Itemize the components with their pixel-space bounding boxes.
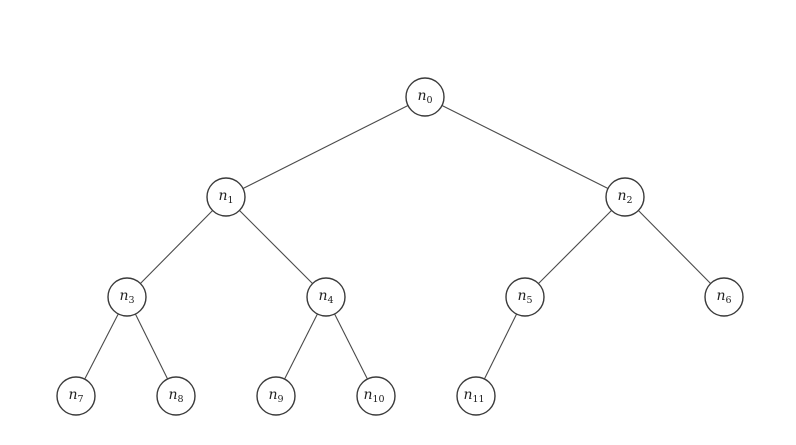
- node-label-base: n: [417, 88, 426, 104]
- node-n9: n9: [256, 376, 296, 416]
- node-label-subscript: 11: [472, 394, 484, 405]
- node-label-base: n: [68, 387, 77, 403]
- node-label-subscript: 10: [372, 394, 384, 405]
- edge-n4-n9: [284, 313, 318, 380]
- node-label-subscript: 4: [327, 295, 333, 306]
- node-n8: n8: [156, 376, 196, 416]
- node-label-subscript: 9: [277, 394, 283, 405]
- edge-n1-n4: [239, 210, 313, 284]
- edge-n0-n2: [441, 105, 609, 189]
- node-n10: n10: [356, 376, 396, 416]
- node-label-subscript: 3: [128, 295, 134, 306]
- node-label-n1: n1: [218, 188, 233, 206]
- node-label-base: n: [218, 188, 227, 204]
- node-label-n10: n10: [363, 387, 384, 405]
- edge-n2-n5: [538, 210, 612, 284]
- node-label-base: n: [363, 387, 372, 403]
- node-label-subscript: 1: [227, 195, 233, 206]
- node-circle-n8: [156, 376, 196, 416]
- edge-n0-n1: [242, 105, 409, 189]
- node-label-base: n: [617, 188, 626, 204]
- node-label-n2: n2: [617, 188, 632, 206]
- node-label-base: n: [318, 288, 327, 304]
- node-label-n4: n4: [318, 288, 333, 306]
- node-circle-n1: [206, 177, 246, 217]
- edge-n4-n10: [334, 313, 368, 380]
- node-label-base: n: [168, 387, 177, 403]
- edge-n1-n3: [140, 210, 213, 284]
- node-label-base: n: [119, 288, 128, 304]
- node-label-n11: n11: [463, 387, 484, 405]
- node-label-subscript: 7: [77, 394, 83, 405]
- edge-n5-n11: [483, 313, 518, 380]
- node-label-n9: n9: [268, 387, 283, 405]
- node-label-subscript: 0: [426, 95, 432, 106]
- node-label-subscript: 5: [526, 295, 532, 306]
- node-circle-n2: [605, 177, 645, 217]
- node-circle-n9: [256, 376, 296, 416]
- node-circle-n3: [107, 277, 147, 317]
- node-n11: n11: [456, 376, 496, 416]
- node-label-base: n: [716, 288, 725, 304]
- node-label-base: n: [268, 387, 277, 403]
- node-n0: n0: [405, 77, 445, 117]
- node-label-n8: n8: [168, 387, 183, 405]
- node-n3: n3: [107, 277, 147, 317]
- node-circle-n4: [306, 277, 346, 317]
- node-label-base: n: [463, 387, 472, 403]
- node-circle-n10: [356, 376, 396, 416]
- node-circle-n6: [704, 277, 744, 317]
- node-n2: n2: [605, 177, 645, 217]
- edge-n3-n7: [84, 313, 119, 380]
- node-label-subscript: 6: [725, 295, 731, 306]
- node-label-n0: n0: [417, 88, 432, 106]
- node-label-base: n: [517, 288, 526, 304]
- edge-n2-n6: [638, 210, 711, 284]
- node-label-n6: n6: [716, 288, 731, 306]
- node-label-n7: n7: [68, 387, 83, 405]
- node-n4: n4: [306, 277, 346, 317]
- node-circle-n5: [505, 277, 545, 317]
- node-n5: n5: [505, 277, 545, 317]
- node-n7: n7: [56, 376, 96, 416]
- node-n6: n6: [704, 277, 744, 317]
- node-label-n3: n3: [119, 288, 134, 306]
- node-n1: n1: [206, 177, 246, 217]
- node-circle-n11: [456, 376, 496, 416]
- node-circle-n7: [56, 376, 96, 416]
- edge-n3-n8: [134, 313, 169, 380]
- node-label-n5: n5: [517, 288, 532, 306]
- tree-edges: [84, 105, 711, 380]
- node-circle-n0: [405, 77, 445, 117]
- node-label-subscript: 8: [177, 394, 183, 405]
- node-label-subscript: 2: [626, 195, 632, 206]
